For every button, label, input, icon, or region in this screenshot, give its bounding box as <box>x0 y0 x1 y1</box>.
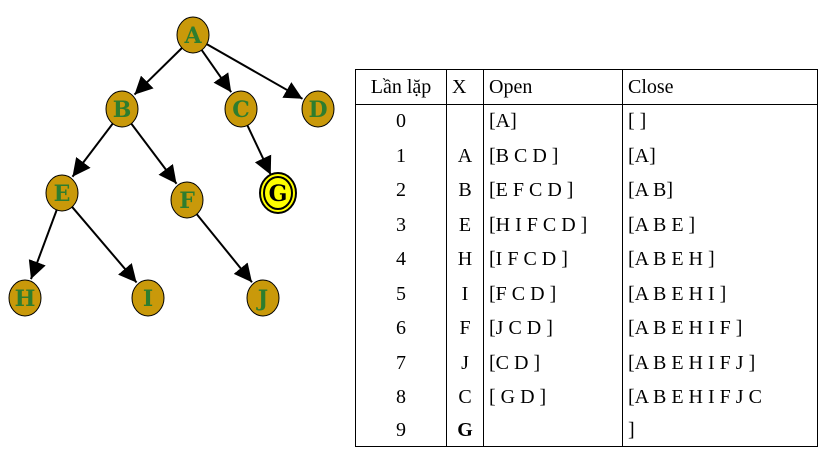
edge-a-b <box>133 47 183 96</box>
cell-open: [F C D ] <box>483 277 623 313</box>
table-row: 0 [A] [ ] <box>355 104 818 140</box>
cell-iteration: 8 <box>355 381 447 416</box>
table-header-row: Lần lặp X Open Close <box>355 69 818 105</box>
cell-x: H <box>446 243 484 278</box>
table-row: 5 I [F C D ] [A B E H I ] <box>355 277 818 313</box>
table-row: 3 E [H I F C D ] [A B E ] <box>355 208 818 244</box>
node-label: I <box>143 286 153 312</box>
cell-close: [A B E H ] <box>622 243 818 278</box>
cell-x: B <box>446 174 484 209</box>
cell-x <box>446 104 484 140</box>
cell-close: ] <box>622 415 818 447</box>
node-label: J <box>256 286 268 312</box>
node-circle <box>170 181 204 219</box>
cell-iteration: 7 <box>355 346 447 382</box>
node-circle <box>8 279 42 317</box>
edge-f-j <box>196 213 253 283</box>
node-label: A <box>183 23 202 49</box>
cell-iteration: 5 <box>355 277 447 313</box>
edge-a-c <box>200 49 233 93</box>
table-row: 9 G ] <box>355 415 818 447</box>
node-label: C <box>232 97 250 123</box>
edge-e-h <box>28 209 58 280</box>
cell-iteration: 4 <box>355 243 447 278</box>
node-label: D <box>308 97 327 123</box>
node-b: B <box>105 90 139 128</box>
node-label: E <box>54 181 71 207</box>
node-c: C <box>224 90 258 128</box>
cell-iteration: 6 <box>355 312 447 347</box>
cell-open <box>483 415 623 447</box>
cell-iteration: 0 <box>355 104 447 140</box>
node-circle <box>246 279 280 317</box>
edge-c-g <box>246 125 272 176</box>
edge-b-f <box>130 123 178 185</box>
cell-x: F <box>446 312 484 347</box>
node-circle <box>45 174 79 212</box>
node-a: A <box>176 16 210 54</box>
node-label: G <box>269 181 288 207</box>
header-open: Open <box>483 69 623 105</box>
cell-x: C <box>446 381 484 416</box>
cell-open: [H I F C D ] <box>483 208 623 244</box>
node-circle <box>131 279 165 317</box>
node-circle <box>301 90 335 128</box>
edge-e-i <box>71 206 138 284</box>
cell-close: [A B E ] <box>622 208 818 244</box>
cell-close: [A] <box>622 139 818 175</box>
cell-close: [A B E H I F ] <box>622 312 818 347</box>
cell-close: [ ] <box>622 104 818 140</box>
cell-iteration: 3 <box>355 208 447 244</box>
node-circle <box>176 16 210 54</box>
cell-x: I <box>446 277 484 313</box>
edge-b-e <box>71 123 114 178</box>
search-tree: A B C D E F G H I J <box>8 16 335 317</box>
edge-a-d <box>206 43 304 100</box>
table-row: 1 A [B C D ] [A] <box>355 139 818 175</box>
cell-x: E <box>446 208 484 244</box>
header-iteration: Lần lặp <box>355 69 447 105</box>
header-close: Close <box>622 69 818 105</box>
cell-x: G <box>446 415 484 447</box>
node-h: H <box>8 279 42 317</box>
table-row: 2 B [E F C D ] [A B] <box>355 174 818 209</box>
cell-open: [A] <box>483 104 623 140</box>
cell-open: [B C D ] <box>483 139 623 175</box>
cell-iteration: 9 <box>355 415 447 447</box>
cell-close: [A B E H I F J C <box>622 381 818 416</box>
cell-open: [J C D ] <box>483 312 623 347</box>
cell-iteration: 2 <box>355 174 447 209</box>
cell-close: [A B E H I ] <box>622 277 818 313</box>
table-row: 7 J [C D ] [A B E H I F J ] <box>355 346 818 382</box>
header-x: X <box>446 69 484 105</box>
table-row: 8 C [ G D ] [A B E H I F J C <box>355 381 818 416</box>
node-circle <box>105 90 139 128</box>
node-j: J <box>246 279 280 317</box>
cell-close: [A B E H I F J ] <box>622 346 818 382</box>
node-label: F <box>179 188 195 214</box>
node-i: I <box>131 279 165 317</box>
node-g: G <box>259 172 297 214</box>
search-trace-table: Lần lặp X Open Close 0 [A] [ ] 1 A [B C … <box>355 69 818 447</box>
cell-iteration: 1 <box>355 139 447 175</box>
node-e: E <box>45 174 79 212</box>
cell-open: [C D ] <box>483 346 623 382</box>
cell-open: [E F C D ] <box>483 174 623 209</box>
goal-node-inner-ring <box>263 176 293 210</box>
node-circle <box>224 90 258 128</box>
table-row: 6 F [J C D ] [A B E H I F ] <box>355 312 818 347</box>
cell-close: [A B] <box>622 174 818 209</box>
cell-x: J <box>446 346 484 382</box>
node-f: F <box>170 181 204 219</box>
cell-x: A <box>446 139 484 175</box>
node-label: H <box>15 286 36 312</box>
cell-open: [I F C D ] <box>483 243 623 278</box>
table-row: 4 H [I F C D ] [A B E H ] <box>355 243 818 278</box>
node-label: B <box>113 97 132 123</box>
cell-open: [ G D ] <box>483 381 623 416</box>
node-d: D <box>301 90 335 128</box>
